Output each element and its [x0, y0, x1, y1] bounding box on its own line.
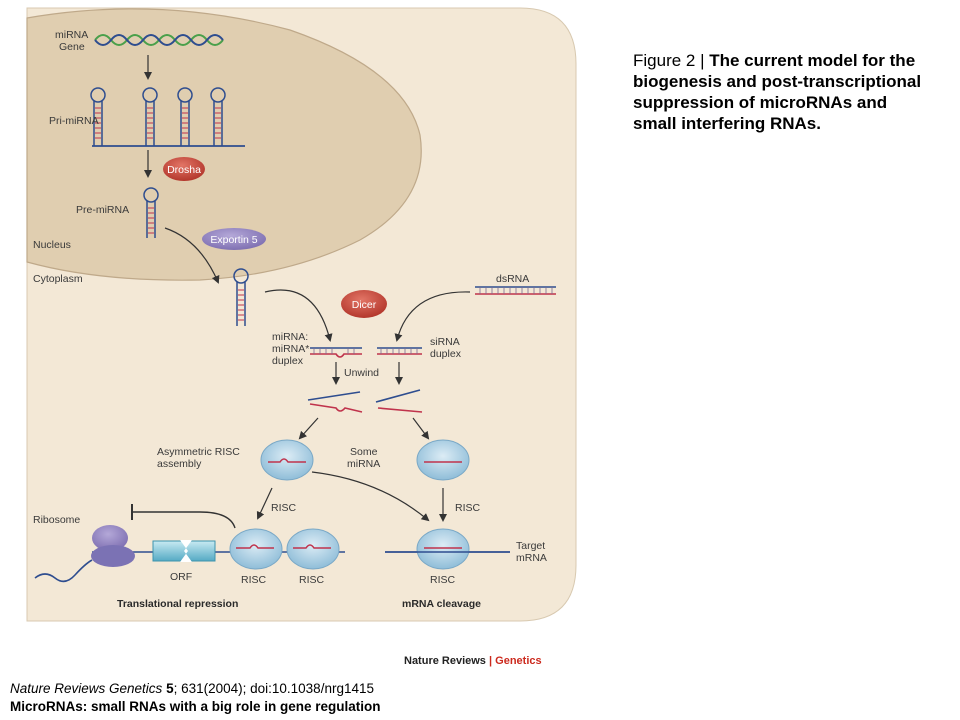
- caption-title: The current model for the biogenesis and…: [633, 51, 922, 133]
- label-some-mirna-1: Some: [350, 446, 378, 458]
- dicer-enzyme: [341, 290, 387, 318]
- risc-complex-mirna: [260, 439, 314, 481]
- label-risc-bottom-3: RISC: [430, 574, 456, 586]
- label-translational-repression: Translational repression: [117, 598, 238, 610]
- mirna-gene-helix-icon: [94, 34, 224, 46]
- risc-bound-mrna-1: [229, 528, 283, 570]
- citation: Nature Reviews Genetics 5; 631(2004); do…: [10, 681, 374, 696]
- figure-caption: Figure 2 | The current model for the bio…: [633, 50, 933, 134]
- label-sirna-duplex-1: siRNA: [430, 336, 460, 348]
- ribosome-icon: [91, 525, 135, 567]
- unwound-mirna-strands-icon: [307, 391, 363, 413]
- label-ribosome: Ribosome: [33, 514, 80, 526]
- journal-brand: Nature Reviews | Genetics: [404, 655, 542, 667]
- brand-journal: Nature Reviews: [404, 655, 486, 667]
- citation-volume: 5: [166, 681, 174, 696]
- label-orf: ORF: [170, 571, 192, 583]
- risc-complex-sirna: [416, 439, 470, 481]
- pri-mirna-hairpins-icon: [90, 87, 245, 147]
- label-sirna-duplex-2: duplex: [430, 348, 462, 360]
- drosha-enzyme: [163, 157, 205, 181]
- sirna-duplex-icon: [377, 347, 422, 355]
- label-asymmetric-risc-2: assembly: [157, 458, 202, 470]
- label-cytoplasm: Cytoplasm: [33, 273, 83, 285]
- label-mirna-duplex-2: miRNA*: [272, 343, 309, 355]
- label-unwind: Unwind: [344, 367, 379, 379]
- label-mirna-gene-2: Gene: [59, 41, 85, 53]
- brand-section: Genetics: [495, 655, 542, 667]
- label-mirna-duplex-1: miRNA:: [272, 331, 308, 343]
- label-asymmetric-risc-1: Asymmetric RISC: [157, 446, 240, 458]
- label-mrna-cleavage: mRNA cleavage: [402, 598, 481, 610]
- label-nucleus: Nucleus: [33, 239, 71, 251]
- label-risc-arrow-right: RISC: [455, 502, 481, 514]
- label-pri-mirna: Pri-miRNA: [49, 115, 99, 127]
- label-mirna-duplex-3: duplex: [272, 355, 304, 367]
- label-dicer: Dicer: [352, 299, 377, 311]
- label-risc-bottom-2: RISC: [299, 574, 325, 586]
- target-mrna-cleavage: [385, 528, 510, 570]
- label-target-mrna-2: mRNA: [516, 552, 547, 564]
- citation-journal: Nature Reviews Genetics: [10, 681, 167, 696]
- label-drosha: Drosha: [167, 164, 201, 176]
- article-title: MicroRNAs: small RNAs with a big role in…: [10, 699, 381, 714]
- inhibition-arrow: [131, 504, 236, 529]
- label-target-mrna-1: Target: [516, 540, 545, 552]
- label-some-mirna-2: miRNA: [347, 458, 380, 470]
- citation-rest: ; 631(2004); doi:10.1038/nrg1415: [173, 681, 374, 696]
- label-dsrna: dsRNA: [496, 273, 529, 285]
- cytoplasmic-pre-mirna-icon: [233, 268, 249, 326]
- unwound-sirna-strands-icon: [375, 389, 423, 413]
- dsrna-strand-icon: [475, 286, 556, 295]
- label-mirna-gene-1: miRNA: [55, 29, 88, 41]
- risc-bound-mrna-2: [286, 528, 340, 570]
- exportin-5-protein: [202, 228, 266, 250]
- label-risc-arrow-left: RISC: [271, 502, 297, 514]
- pre-mirna-hairpin-icon: [143, 187, 159, 238]
- label-pre-mirna: Pre-miRNA: [76, 204, 129, 216]
- nucleus-region: [26, 8, 422, 281]
- caption-prefix: Figure 2 |: [633, 51, 710, 70]
- mirna-duplex-icon: [310, 347, 362, 358]
- orf-block: [152, 540, 216, 562]
- brand-separator: |: [485, 655, 496, 667]
- label-exportin-5: Exportin 5: [210, 234, 257, 246]
- label-risc-bottom-1: RISC: [241, 574, 267, 586]
